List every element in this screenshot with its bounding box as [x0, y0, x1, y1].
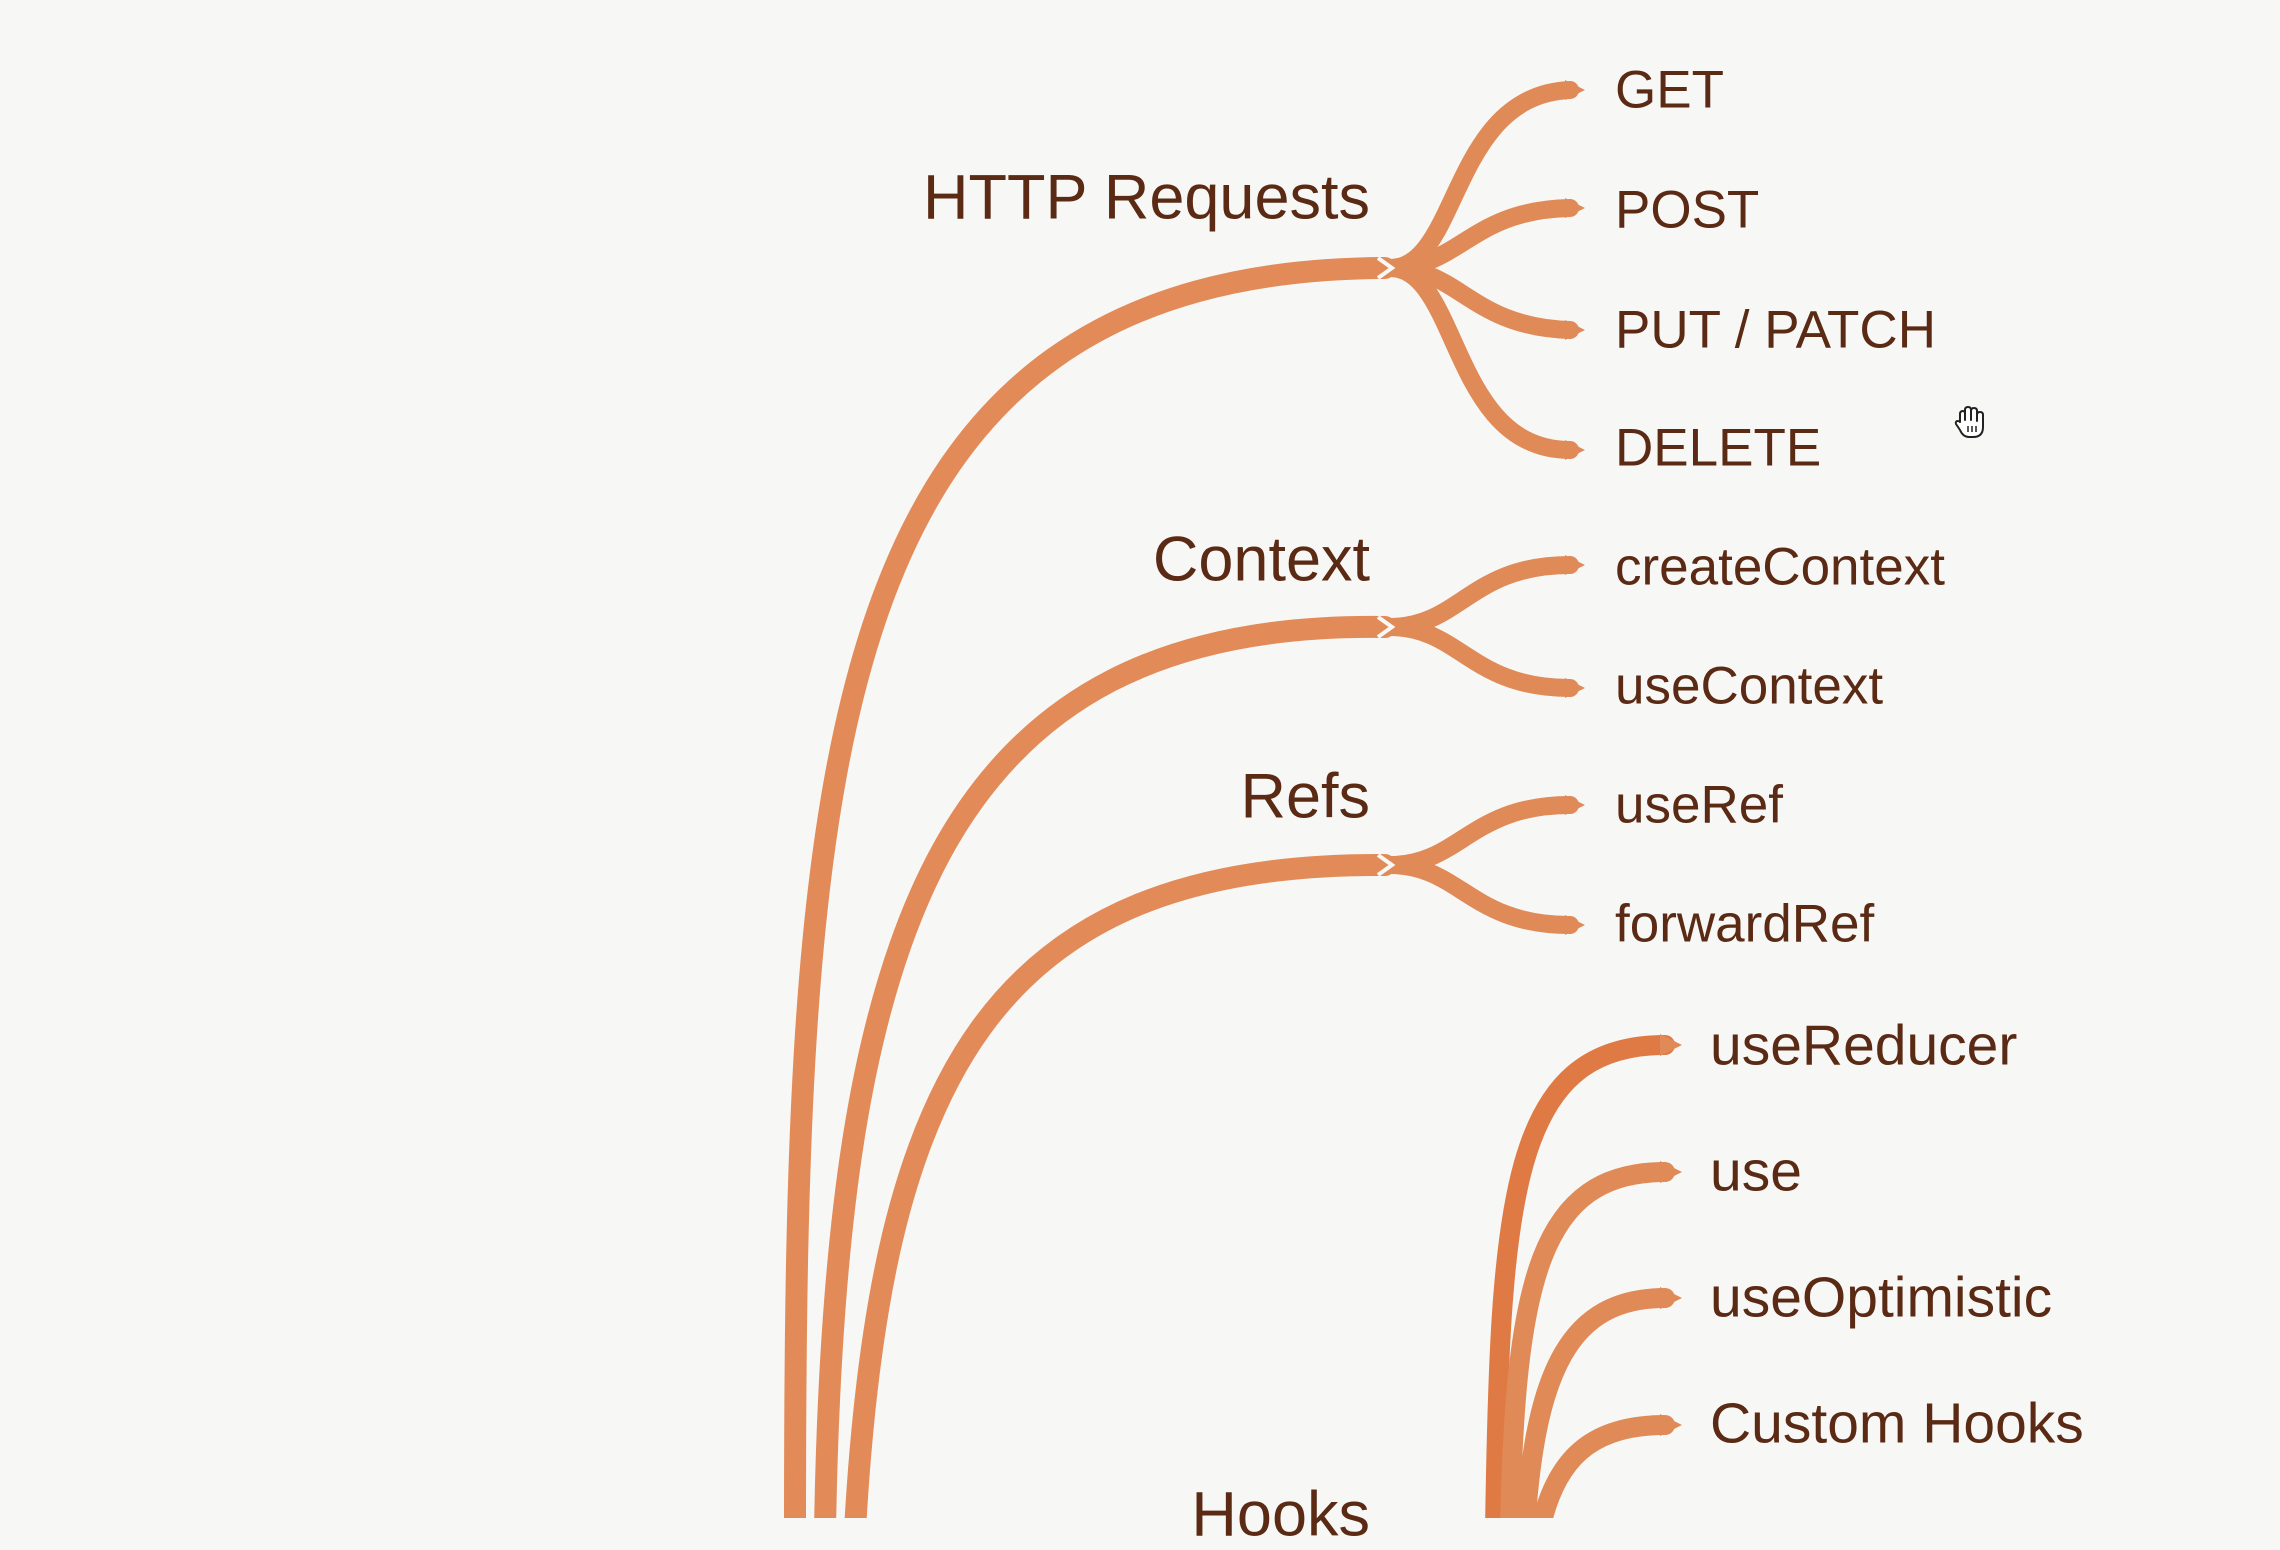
- branch-line-http: [784, 257, 1396, 1518]
- leaf-label-get[interactable]: GET: [1615, 60, 1724, 120]
- leaf-label-forwardref[interactable]: forwardRef: [1615, 894, 1875, 954]
- leaf-line-usecontext: [1381, 618, 1579, 697]
- leaf-label-post[interactable]: POST: [1615, 180, 1760, 240]
- leaf-label-usereducer[interactable]: useReducer: [1710, 1013, 2018, 1078]
- leaf-line-use: [1500, 1162, 1675, 1518]
- leaf-line-useref: [1381, 796, 1579, 874]
- tip-usecontext: [1565, 678, 1585, 698]
- leaf-line-forwardref: [1381, 856, 1579, 934]
- tip-delete: [1565, 440, 1585, 460]
- junction-context: [1376, 615, 1396, 639]
- tip-post: [1565, 198, 1585, 218]
- branch-label-http-requests[interactable]: HTTP Requests: [923, 162, 1370, 233]
- leaf-line-useoptimistic: [1515, 1288, 1675, 1518]
- grab-hand-icon: [1952, 402, 1988, 447]
- mindmap-canvas: [784, 80, 1682, 1518]
- tip-put: [1565, 320, 1585, 340]
- tip-get: [1565, 80, 1585, 100]
- leaf-line-post: [1381, 199, 1579, 277]
- leaf-label-delete[interactable]: DELETE: [1615, 418, 1822, 478]
- branch-label-context[interactable]: Context: [1152, 524, 1370, 595]
- leaf-line-usereducer: [1485, 1035, 1675, 1518]
- tip-customhooks: [1660, 1414, 1682, 1436]
- leaf-label-createcontext[interactable]: createContext: [1615, 537, 1945, 597]
- leaf-line-customhooks: [1532, 1415, 1675, 1518]
- junction-refs: [1376, 853, 1396, 877]
- tip-use: [1660, 1161, 1682, 1183]
- leaf-label-useoptimistic[interactable]: useOptimistic: [1710, 1265, 2053, 1330]
- leaf-label-use[interactable]: use: [1710, 1139, 1802, 1204]
- tip-useref: [1565, 795, 1585, 815]
- tip-usereducer: [1660, 1034, 1682, 1056]
- leaf-label-useref[interactable]: useRef: [1615, 775, 1783, 835]
- leaf-label-put-patch[interactable]: PUT / PATCH: [1615, 300, 1936, 360]
- tip-createcontext: [1565, 555, 1585, 575]
- leaf-line-delete: [1381, 259, 1579, 459]
- tip-forwardref: [1565, 915, 1585, 935]
- leaf-label-custom-hooks[interactable]: Custom Hooks: [1710, 1391, 2084, 1456]
- leaf-line-createcontext: [1381, 556, 1579, 636]
- junction-http: [1376, 256, 1396, 280]
- branch-label-hooks[interactable]: Hooks: [1191, 1479, 1370, 1550]
- branch-line-refs: [844, 853, 1396, 1518]
- tip-useoptimistic: [1660, 1287, 1682, 1309]
- branch-label-refs[interactable]: Refs: [1240, 761, 1370, 832]
- branch-line-context: [814, 615, 1396, 1518]
- leaf-label-usecontext[interactable]: useContext: [1615, 656, 1884, 716]
